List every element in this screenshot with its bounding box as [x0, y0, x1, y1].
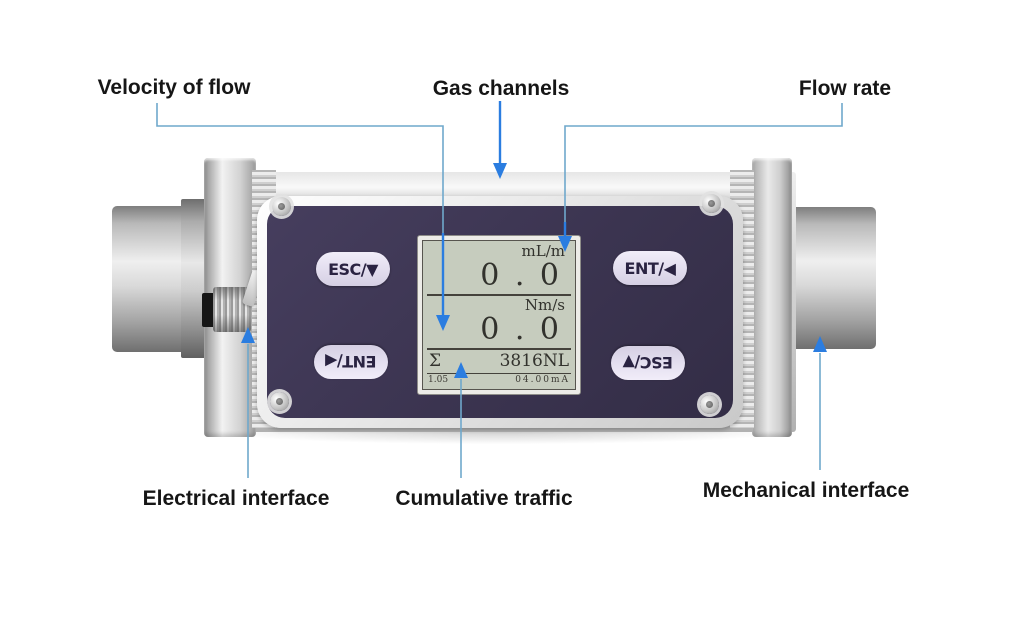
label-cumulative-traffic: Cumulative traffic — [395, 487, 573, 510]
screw-icon — [272, 197, 291, 216]
screw-icon — [702, 194, 721, 213]
mechanical-interface-callout — [813, 336, 827, 470]
ent-left-button: ENT/◀ — [613, 251, 687, 285]
total-symbol: Σ — [429, 351, 442, 371]
label-mechanical-interface: Mechanical interface — [702, 479, 910, 502]
status-left: 1.05 — [428, 375, 449, 385]
inlet-pipe — [112, 206, 186, 352]
outlet-pipe — [786, 207, 876, 349]
channel1-value: 0 . 0 — [480, 258, 559, 293]
screw-icon — [270, 392, 289, 411]
output-current: 04.00mA — [515, 375, 570, 385]
total-value: 3816NL — [499, 351, 569, 371]
lcd-display: mL/m 0 . 0 Nm/s 0 . 0 Σ 3816NL 1.05 04.0… — [422, 240, 576, 390]
lcd-separator — [427, 294, 571, 296]
lcd-frame: mL/m 0 . 0 Nm/s 0 . 0 Σ 3816NL 1.05 04.0… — [417, 235, 581, 395]
screw-icon — [700, 395, 719, 414]
esc-down-button-rotated: ESC/▼ — [611, 346, 685, 380]
ent-left-button-rotated: ENT/◀ — [314, 345, 388, 379]
channel2-value: 0 . 0 — [480, 312, 559, 347]
device-shadow — [215, 431, 787, 444]
label-flow-rate: Flow rate — [798, 77, 892, 100]
channel1-unit: mL/m — [521, 242, 565, 260]
label-gas-channels: Gas channels — [432, 77, 570, 100]
esc-down-button: ESC/▼ — [316, 252, 390, 286]
channel2-unit: Nm/s — [524, 296, 565, 314]
label-electrical-interface: Electrical interface — [142, 487, 330, 510]
lcd-separator — [427, 348, 571, 350]
electrical-connector-slot — [202, 293, 215, 327]
lcd-separator — [427, 373, 571, 374]
gas-channels-callout — [493, 101, 507, 179]
right-end-cap — [752, 158, 792, 437]
label-velocity-of-flow: Velocity of flow — [97, 76, 251, 99]
